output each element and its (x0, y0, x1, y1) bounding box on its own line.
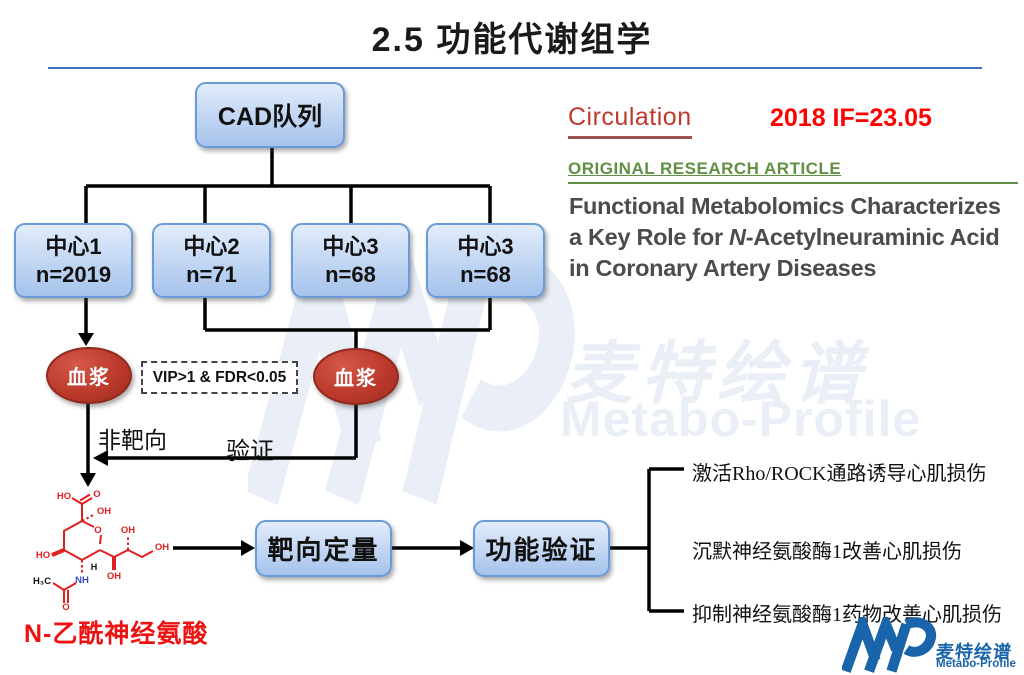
chem-label-o: O (93, 489, 100, 500)
center1-count: n=2019 (35, 261, 112, 287)
company-logo-icon (842, 617, 937, 673)
paper-title-line3: in Coronary Artery Diseases (569, 255, 877, 281)
paper-title-line2: a Key Role for N-Acetylneuraminic Acid (569, 224, 1000, 250)
cohort-box: CAD队列 (195, 82, 345, 148)
article-type-text: ORIGINAL RESEARCH ARTICLE (568, 159, 842, 178)
page-title: 2.5 功能代谢组学 (371, 21, 653, 59)
functional-validation-box: 功能验证 (473, 520, 610, 577)
center3-count: n=68 (325, 261, 376, 287)
targeted-quantification-box: 靶向定量 (255, 520, 392, 577)
arrowhead-right-to-functional (460, 540, 474, 556)
filter-criteria-box: VIP>1 & FDR<0.05 (141, 361, 298, 394)
chem-label-ho4: HO (36, 550, 50, 561)
watermark-text-en: Metabo-Profile (560, 391, 922, 447)
chem-label-ho: HO (57, 491, 71, 502)
untargeted-label: 非靶向 (98, 427, 167, 453)
plasma-oval-left: 血浆 (46, 347, 132, 404)
chem-label-oacetyl: O (62, 602, 69, 610)
chem-label-h: H (91, 562, 98, 572)
watermark-text-cn: 麦特绘谱 (565, 336, 870, 412)
impact-factor: 2018 IF=23.05 (770, 104, 932, 132)
center3-name: 中心3 (322, 234, 379, 259)
chemical-structure-neu5ac: HO O OH O HO O OH OH OH NH H₃C H (33, 489, 169, 610)
outcome-item-1: 激活Rho/ROCK通路诱导心肌损伤 (692, 463, 987, 485)
paper-title-line1: Functional Metabolomics Characterizes (569, 193, 1001, 219)
chem-label-oh2: OH (97, 506, 111, 517)
company-logo-text-en: Metabo-Profile (936, 658, 1016, 670)
chem-label-oh7: OH (107, 571, 121, 582)
title-divider (48, 67, 982, 69)
chem-label-h3c: H₃C (33, 576, 51, 587)
chem-label-oh9: OH (155, 542, 169, 553)
chem-label-nh: NH (75, 575, 89, 586)
center4-box: 中心3 n=68 (426, 223, 545, 298)
center2-box: 中心2 n=71 (152, 223, 271, 298)
center1-box: 中心1 n=2019 (14, 223, 133, 298)
center3-box: 中心3 n=68 (291, 223, 410, 298)
center4-name: 中心3 (457, 234, 514, 259)
chem-label-oh8: OH (121, 525, 135, 536)
paper-title: Functional Metabolomics Characterizes a … (569, 191, 1024, 284)
plasma-oval-right: 血浆 (313, 348, 399, 405)
center4-count: n=68 (460, 261, 511, 287)
center1-name: 中心1 (45, 234, 102, 259)
article-type-label: ORIGINAL RESEARCH ARTICLE (568, 159, 1018, 184)
journal-name: Circulation (568, 103, 692, 139)
cohort-label: CAD队列 (217, 103, 323, 131)
arrowhead-down-to-plasma (78, 333, 94, 346)
validation-label: 验证 (226, 438, 274, 465)
center2-name: 中心2 (183, 234, 240, 259)
arrowhead-down-to-structure (80, 473, 96, 487)
center2-count: n=71 (186, 261, 237, 287)
chem-label-oring: O (94, 525, 101, 536)
metabolite-name-label: N-乙酰神经氨酸 (24, 620, 209, 648)
outcome-item-2: 沉默神经氨酸酶1改善心肌损伤 (692, 541, 962, 563)
arrowhead-right-to-targeted (241, 540, 255, 556)
arrowhead-left-validation (93, 450, 108, 466)
